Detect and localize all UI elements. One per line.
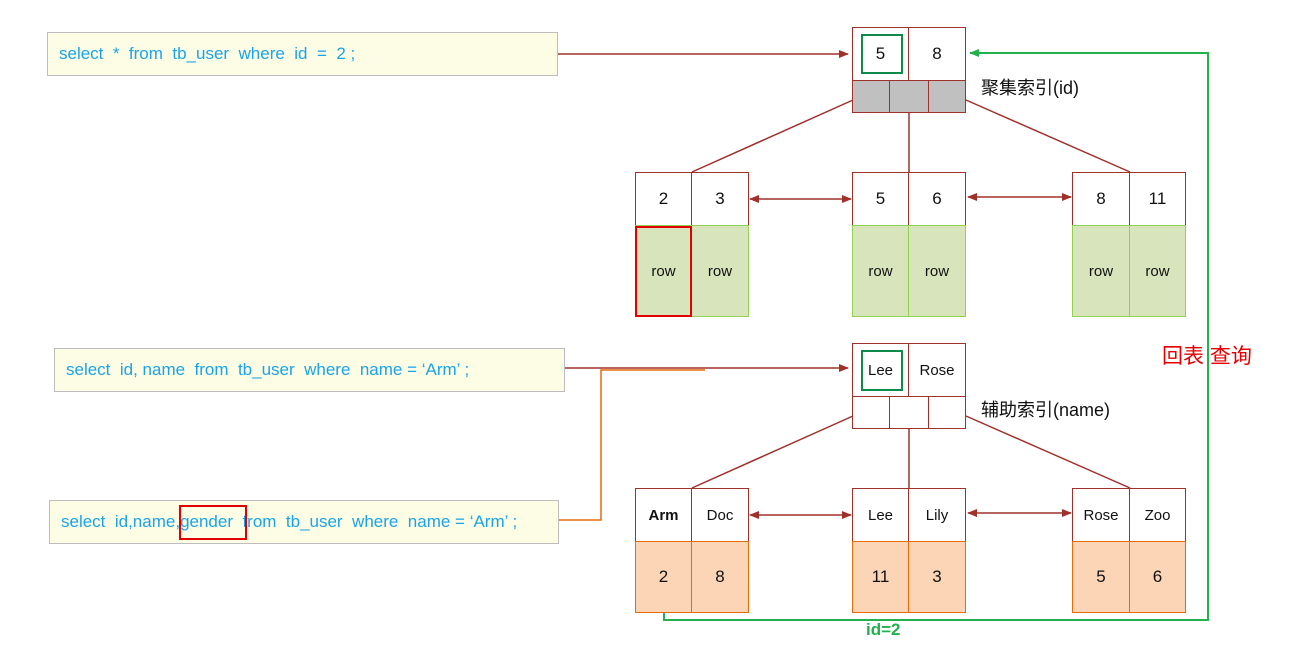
clustered-leaf1-row-2: row [691,225,749,317]
clustered-row-highlight [635,226,692,317]
query-3: select id,name,gender from tb_user where… [49,500,559,544]
secondary-root-highlight [861,350,903,391]
secondary-leaf1-id-1: 2 [635,541,692,613]
secondary-leaf3-key-2: Zoo [1129,488,1186,542]
query-2: select id, name from tb_user where name … [54,348,565,392]
clustered-leaf2-key-1: 5 [852,172,909,226]
secondary-root-pointer-2 [889,396,929,429]
clustered-leaf1-row-1: row [635,225,692,317]
clustered-root-key-2: 8 [908,27,966,81]
query-3-prefix: select id,name, [61,512,181,531]
secondary-leaf2-key-1: Lee [852,488,909,542]
secondary-leaf1-key-1: Arm [635,488,692,542]
secondary-leaf2-id-2: 3 [908,541,966,613]
query-1: select * from tb_user where id = 2 ; [47,32,558,76]
clustered-leaf3-key-1: 8 [1072,172,1130,226]
secondary-root-pointer-1 [852,396,890,429]
clustered-leaf2-key-2: 6 [908,172,966,226]
secondary-index-label: 辅助索引(name) [981,400,1111,420]
gender-highlight [179,505,247,540]
clustered-leaf2-row-2: row [908,225,966,317]
query3-connector [558,369,705,521]
clustered-root-pointer-1 [852,80,890,113]
clustered-leaf3-row-2: row [1129,225,1186,317]
clustered-root-pointer-3 [928,80,966,113]
clustered-root-pointer-2 [889,80,929,113]
query-1-text: select * from tb_user where id = 2 ; [59,44,356,63]
secondary-leaf3-id-1: 5 [1072,541,1130,613]
clustered-leaf2-row-1: row [852,225,909,317]
secondary-leaf2-key-2: Lily [908,488,966,542]
secondary-edge-left [691,415,854,489]
secondary-leaf2-id-1: 11 [852,541,909,613]
lookup-path [663,49,1209,621]
query-3-gender: gender [180,512,233,531]
secondary-root-pointer-3 [928,396,966,429]
clustered-root-highlight [861,34,903,74]
clustered-leaf1-key-2: 3 [691,172,749,226]
secondary-leaf1-key-2: Doc [691,488,749,542]
secondary-leaf1-id-2: 8 [691,541,749,613]
back-to-table-label: 回表 查询 [1162,345,1252,368]
secondary-root-key-2: Rose [908,343,966,397]
clustered-index-label: 聚集索引(id) [981,78,1079,98]
clustered-leaf1-key-1: 2 [635,172,692,226]
secondary-leaf3-id-2: 6 [1129,541,1186,613]
clustered-edge-left [691,99,854,173]
query-2-text: select id, name from tb_user where name … [66,360,470,379]
clustered-leaf3-row-1: row [1072,225,1130,317]
clustered-edge-right [965,99,1131,173]
clustered-leaf3-key-2: 11 [1129,172,1186,226]
secondary-leaf3-key-1: Rose [1072,488,1130,542]
query-3-suffix: from tb_user where name = ‘Arm’ ; [233,512,518,531]
lookup-id-label: id=2 [866,620,901,639]
secondary-edge-right [965,415,1131,489]
